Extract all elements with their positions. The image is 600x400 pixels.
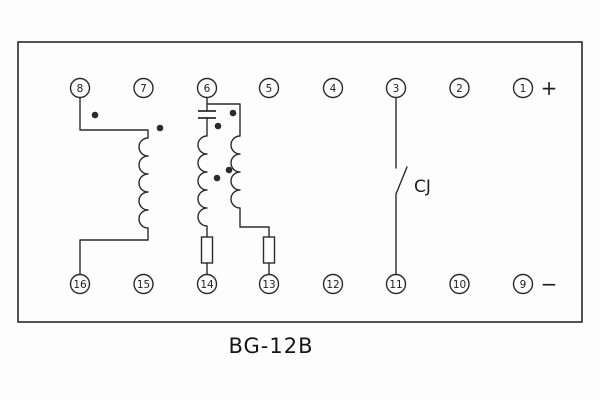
polarity-minus-sign: − [541, 272, 558, 296]
terminal-circle [69, 273, 91, 295]
terminal-number: 4 [330, 83, 337, 95]
terminal-number: 9 [520, 279, 527, 291]
resistor-terminal14 [200, 236, 214, 264]
cj-switch-label: CJ [414, 177, 431, 197]
diagram-border [17, 41, 583, 323]
terminal-circle [322, 77, 344, 99]
diagram-body: CJ 8 7 6 5 4 [17, 41, 583, 323]
terminal-number: 12 [326, 279, 339, 291]
terminal-circle [133, 77, 154, 99]
terminal-number: 16 [73, 279, 87, 291]
terminal-number: 6 [204, 83, 211, 95]
terminal-circle [449, 77, 470, 99]
terminal-number: 8 [77, 83, 84, 95]
terminal-number: 13 [262, 279, 275, 291]
terminal-9: 9 [512, 273, 534, 295]
terminal-number: 5 [266, 83, 273, 95]
terminal-3: 3 [385, 77, 407, 99]
middle-left-coil-winding [197, 117, 208, 238]
terminal-4: 4 [322, 77, 344, 99]
polarity-dot-6 [225, 166, 233, 174]
terminal-2: 2 [449, 77, 470, 99]
polarity-dot-1 [91, 111, 99, 119]
polarity-dot-3 [214, 122, 222, 130]
terminal-circle [322, 273, 344, 295]
polarity-plus-sign: + [541, 76, 558, 100]
terminal-13: 13 [258, 273, 280, 295]
terminal-12: 12 [322, 273, 344, 295]
terminal-15: 15 [133, 273, 154, 295]
terminal-circle [512, 273, 534, 295]
terminal-number: 10 [453, 279, 466, 291]
polarity-dot-2 [156, 124, 164, 132]
terminal-number: 14 [200, 279, 214, 291]
terminal-6: 6 [196, 77, 218, 99]
terminal-8: 8 [69, 77, 91, 99]
terminal-10: 10 [449, 273, 470, 295]
terminal-circle [512, 77, 534, 99]
terminal-circle [258, 77, 280, 99]
resistor-terminal13 [262, 236, 276, 264]
terminal-number: 11 [389, 279, 402, 291]
terminal-5: 5 [258, 77, 280, 99]
terminal-circle [385, 77, 407, 99]
terminal-1: 1 [512, 77, 534, 99]
cj-switch-blade [395, 166, 408, 195]
left-coil-winding [79, 96, 149, 276]
terminal-14: 14 [196, 273, 218, 295]
terminal-circle [449, 273, 470, 295]
cj-switch: CJ [395, 96, 431, 276]
diagram-title: BG-12B [228, 334, 313, 358]
terminal-circle [69, 77, 91, 99]
terminal-7: 7 [133, 77, 154, 99]
terminal-number: 2 [456, 83, 463, 95]
middle-right-coil-winding [206, 103, 270, 238]
terminal-circle [196, 273, 218, 295]
capacitor-symbol [198, 110, 216, 119]
terminal-circle [258, 273, 280, 295]
terminal-11: 11 [385, 273, 407, 295]
terminal-number: 3 [393, 83, 400, 95]
terminal-number: 15 [137, 279, 150, 291]
polarity-dot-4 [229, 109, 237, 117]
terminal-circle [196, 77, 218, 99]
terminal-number: 1 [520, 83, 527, 95]
terminal-circle [385, 273, 407, 295]
polarity-dot-5 [213, 174, 221, 182]
terminal-16: 16 [69, 273, 91, 295]
terminal-number: 7 [140, 83, 147, 95]
terminal-circle [133, 273, 154, 295]
